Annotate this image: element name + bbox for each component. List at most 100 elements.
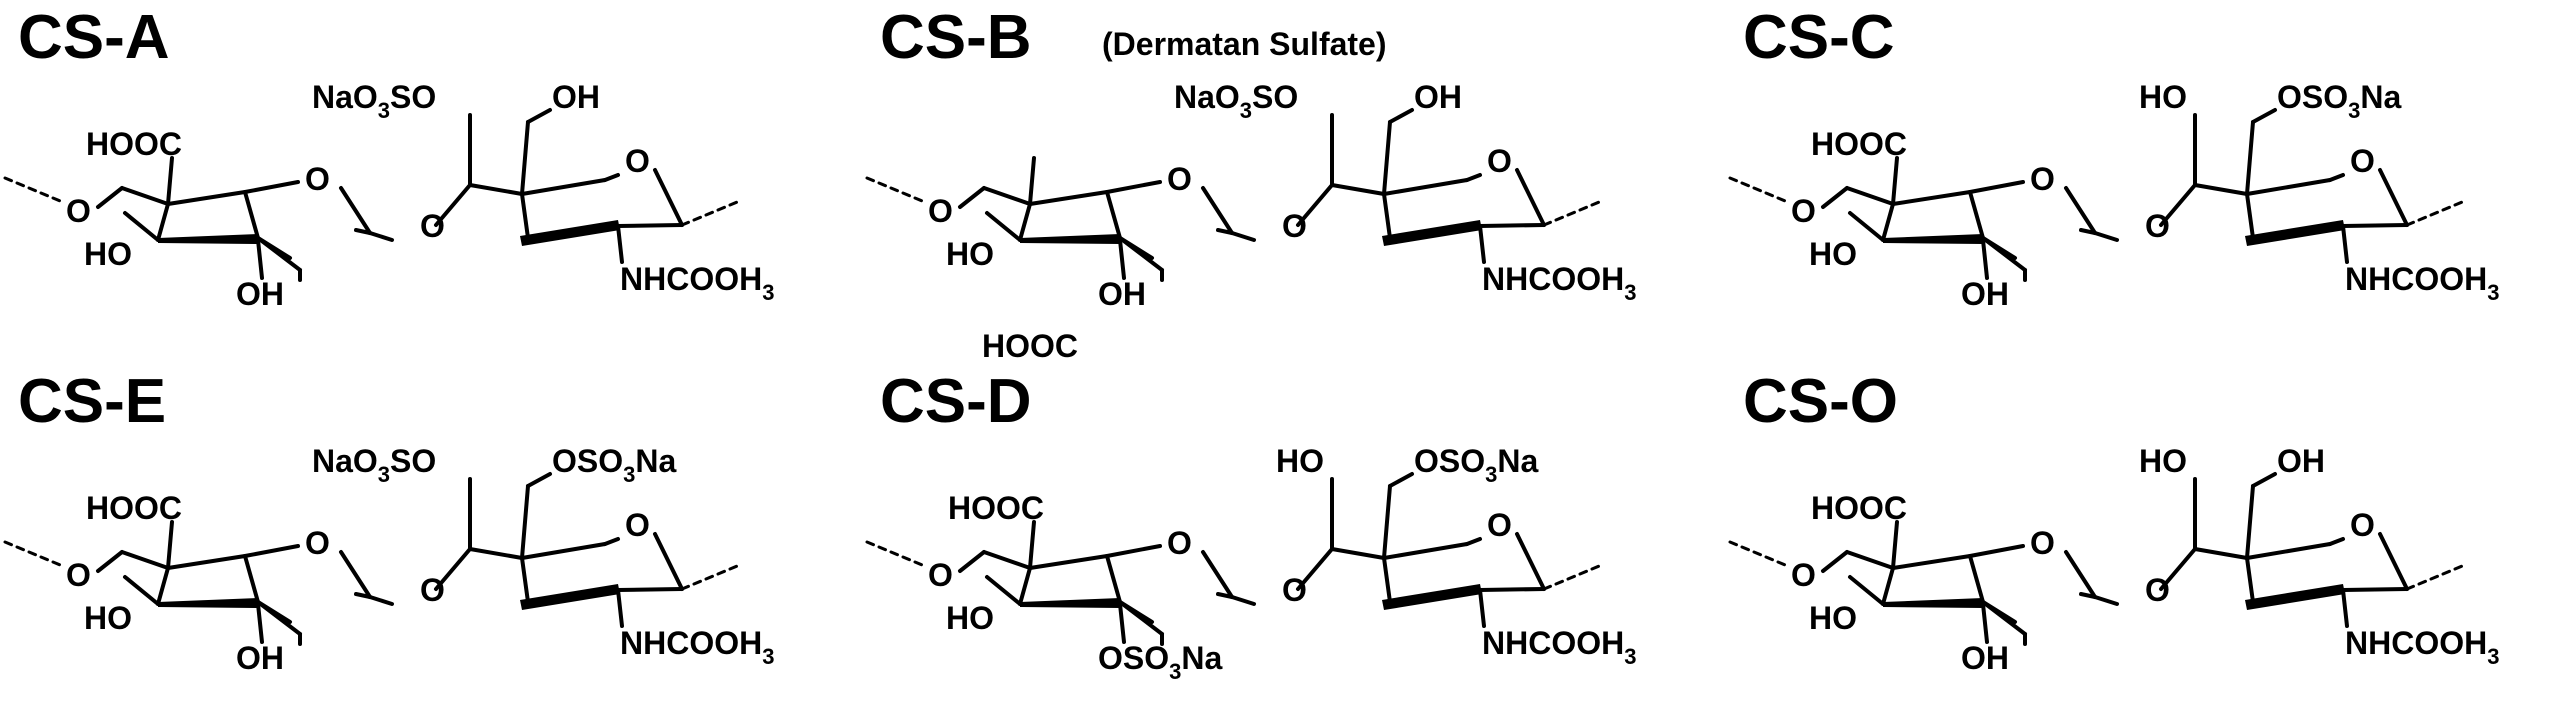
ring-oxygen: O: [2030, 525, 2055, 561]
bridge-oxygen: O: [420, 572, 445, 608]
position-6-substituent: OSO3Na: [1414, 443, 1538, 487]
glycosidic-oxygen-left: O: [928, 557, 953, 593]
panel-title-part: CS-C: [1743, 3, 1895, 72]
structure-panel-cs-b: CS-B(Dermatan Sulfate)OHOOHHOOCOOONaO3SO…: [865, 3, 1636, 364]
acetamido-label-part: 3: [2487, 644, 2499, 669]
hydroxyl-label-part: HO: [84, 236, 132, 272]
position-4-substituent-part: HO: [2139, 79, 2187, 115]
carboxyl-label: HOOC: [982, 328, 1078, 364]
acetamido-label-part: 3: [2487, 280, 2499, 305]
glycosidic-oxygen-left-part: O: [66, 557, 91, 593]
acetamido-label: NHCOOH3: [620, 261, 774, 305]
panel-title-part: CS-D: [880, 367, 1032, 436]
position-2-substituent-part: Na: [1181, 640, 1222, 676]
hydroxyl-label-part: OH: [236, 276, 284, 312]
position-6-substituent: OSO3Na: [2277, 79, 2401, 123]
position-6-substituent-part: OSO: [2277, 79, 2348, 115]
ring-oxygen-part: O: [305, 525, 330, 561]
ring-oxygen-part: O: [2350, 143, 2375, 179]
bridge-oxygen-part: O: [2145, 572, 2170, 608]
glycosidic-oxygen-left: O: [66, 193, 91, 229]
position-4-substituent-part: 3: [378, 98, 390, 123]
carboxyl-label: HOOC: [86, 126, 182, 162]
position-4-substituent: HO: [1276, 443, 1324, 479]
glycosidic-oxygen-left: O: [1791, 193, 1816, 229]
acetamido-label-part: 3: [762, 280, 774, 305]
position-4-substituent-part: SO: [390, 79, 436, 115]
position-4-substituent: NaO3SO: [312, 443, 436, 487]
hydroxyl-label: HO: [1809, 600, 1857, 636]
acetamido-label-part: NHCOOH: [620, 261, 762, 297]
position-6-substituent: OH: [1414, 79, 1462, 115]
acetamido-label: NHCOOH3: [1482, 625, 1636, 669]
position-6-substituent-part: Na: [2360, 79, 2401, 115]
position-4-substituent: NaO3SO: [312, 79, 436, 123]
position-4-substituent-part: 3: [378, 462, 390, 487]
bridge-oxygen-part: O: [1282, 572, 1307, 608]
glycosidic-oxygen-left: O: [928, 193, 953, 229]
position-6-substituent-part: Na: [1497, 443, 1538, 479]
carboxyl-label: HOOC: [1811, 490, 1907, 526]
hydroxyl-label: OH: [1961, 276, 2009, 312]
position-6-substituent-part: 3: [623, 462, 635, 487]
ring-oxygen-part: O: [2350, 507, 2375, 543]
hydroxyl-label-part: OH: [1961, 640, 2009, 676]
hydroxyl-label-part: HO: [84, 600, 132, 636]
acetamido-label: NHCOOH3: [2345, 261, 2499, 305]
acetamido-label-part: NHCOOH: [2345, 261, 2487, 297]
glycosidic-oxygen-left-part: O: [1791, 193, 1816, 229]
bridge-oxygen: O: [2145, 572, 2170, 608]
hydroxyl-label-part: HO: [946, 600, 994, 636]
bridge-oxygen: O: [1282, 572, 1307, 608]
position-4-substituent-part: NaO: [312, 443, 378, 479]
hydroxyl-label-part: HO: [946, 236, 994, 272]
carboxyl-label: HOOC: [948, 490, 1044, 526]
panel-title: CS-O: [1743, 367, 1898, 436]
acetamido-label-part: NHCOOH: [620, 625, 762, 661]
hydroxyl-label: HO: [84, 236, 132, 272]
ring-oxygen-part: O: [1167, 525, 1192, 561]
carboxyl-label-part: HOOC: [1811, 490, 1907, 526]
position-4-substituent-part: HO: [2139, 443, 2187, 479]
glycosidic-oxygen-left-part: O: [1791, 557, 1816, 593]
ring-oxygen-part: O: [305, 161, 330, 197]
panel-title: CS-B: [880, 3, 1032, 72]
panel-title-part: CS-B: [880, 3, 1032, 72]
acetamido-label-part: NHCOOH: [1482, 625, 1624, 661]
hydroxyl-label: OH: [236, 640, 284, 676]
position-6-substituent-part: OH: [552, 79, 600, 115]
acetamido-label-part: 3: [762, 644, 774, 669]
panel-title-part: CS-E: [18, 367, 166, 436]
position-6-substituent: OSO3Na: [552, 443, 676, 487]
panel-title-part: CS-O: [1743, 367, 1898, 436]
position-6-substituent-part: Na: [635, 443, 676, 479]
ring-oxygen: O: [625, 143, 650, 179]
hydroxyl-label: OH: [1961, 640, 2009, 676]
carboxyl-label: HOOC: [86, 490, 182, 526]
glycosidic-oxygen-left-part: O: [928, 557, 953, 593]
acetamido-label-part: 3: [1624, 280, 1636, 305]
ring-oxygen-part: O: [625, 507, 650, 543]
ring-oxygen: O: [2030, 161, 2055, 197]
glycosidic-oxygen-left: O: [1791, 557, 1816, 593]
position-6-substituent-part: OSO: [1414, 443, 1485, 479]
acetamido-label-part: 3: [1624, 644, 1636, 669]
hydroxyl-label: OH: [236, 276, 284, 312]
hydroxyl-label-part: HO: [1809, 600, 1857, 636]
position-4-substituent: NaO3SO: [1174, 79, 1298, 123]
acetamido-label-part: NHCOOH: [2345, 625, 2487, 661]
ring-oxygen-part: O: [625, 143, 650, 179]
ring-oxygen-part: O: [1487, 507, 1512, 543]
panel-note-part: (Dermatan Sulfate): [1102, 26, 1387, 62]
ring-oxygen: O: [1167, 525, 1192, 561]
ring-oxygen: O: [305, 525, 330, 561]
acetamido-label-part: NHCOOH: [1482, 261, 1624, 297]
position-4-substituent: HO: [2139, 443, 2187, 479]
bridge-oxygen-part: O: [420, 572, 445, 608]
bridge-oxygen-part: O: [2145, 208, 2170, 244]
position-6-substituent-part: OSO: [552, 443, 623, 479]
